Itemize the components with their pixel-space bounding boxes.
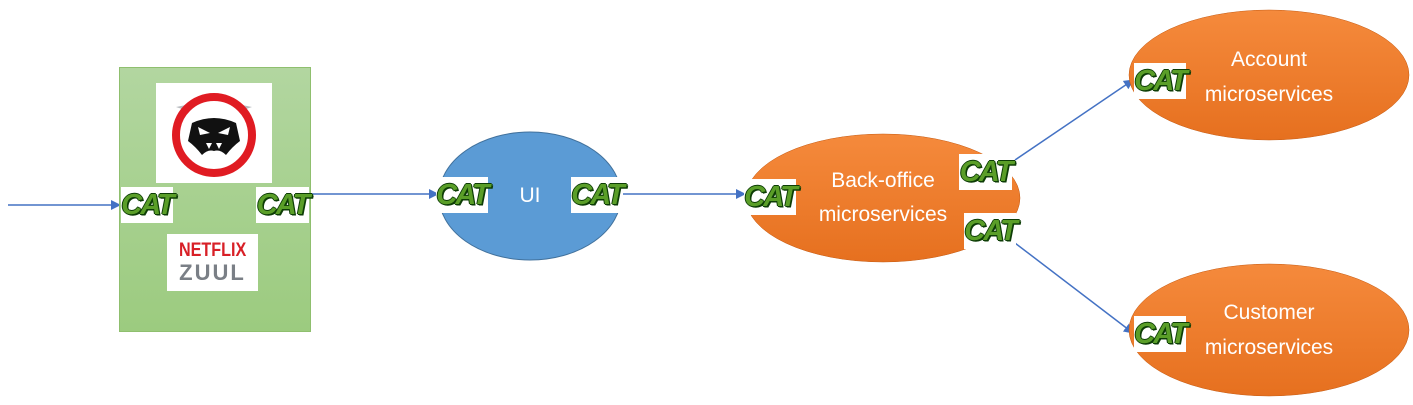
netflix-zuul-logo: NETFLIX ZUUL [167,234,258,291]
ui-label: UI [519,184,541,207]
backoffice-label-line1: Back-office [831,169,935,192]
cat-badge-customer-in: CAT [1134,316,1188,352]
zuul-logo [156,83,272,183]
cat-badge-ui-out: CAT [571,177,625,213]
cat-badge-gateway-out: CAT [256,187,310,223]
account-label-line2: microservices [1204,83,1334,106]
backoffice-label-line2: microservices [818,203,948,226]
cat-badge-ui-in: CAT [436,177,490,213]
netflix-wordmark: NETFLIX [178,240,247,261]
cat-badge-account-in: CAT [1134,63,1188,99]
arrow-backoffice-to-customer [1014,242,1134,334]
account-node [1128,9,1410,141]
zuul-wordmark: ZUUL [179,260,246,285]
cat-badge-backoffice-out-customer: CAT [964,213,1018,249]
customer-label-line1: Customer [1223,301,1315,324]
zuul-monster-icon [172,93,256,177]
cat-badge-backoffice-out-account: CAT [959,154,1013,190]
customer-node [1128,263,1410,397]
customer-label-line2: microservices [1204,336,1334,359]
arrow-backoffice-to-account [1014,79,1134,161]
account-label-line1: Account [1231,48,1307,71]
cat-badge-gateway-in: CAT [121,187,175,223]
cat-badge-backoffice-in: CAT [744,179,798,215]
